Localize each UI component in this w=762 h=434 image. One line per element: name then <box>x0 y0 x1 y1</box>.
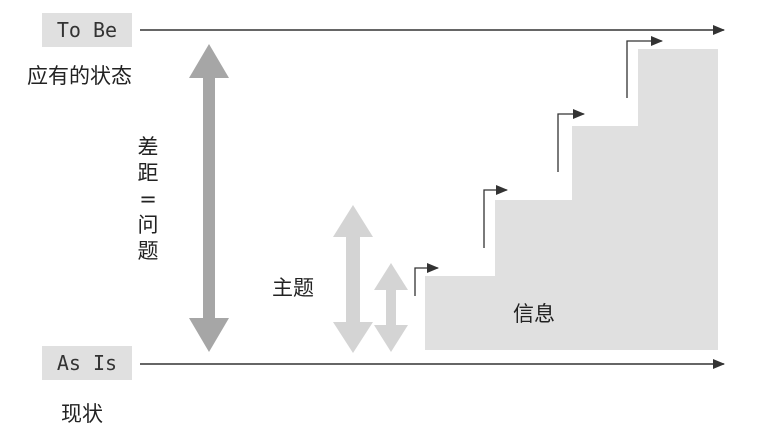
gap-label: 差 距 = 问 题 <box>135 134 161 264</box>
gap-char-4: 问 <box>137 213 159 237</box>
info-staircase <box>425 49 718 350</box>
as-is-description: 现状 <box>61 402 103 426</box>
as-is-label: As Is <box>42 346 132 380</box>
gap-char-2: 距 <box>137 161 159 185</box>
step-arrow-4 <box>626 36 663 98</box>
theme-double-arrow-large <box>333 205 373 353</box>
theme-label: 主题 <box>272 276 314 300</box>
step-arrow-2 <box>483 185 508 248</box>
to-be-description: 应有的状态 <box>27 64 132 88</box>
gap-char-5: 题 <box>137 239 159 263</box>
theme-double-arrow-small <box>374 263 408 352</box>
gap-char-3: = <box>139 187 157 211</box>
to-be-label: To Be <box>42 13 132 47</box>
info-label: 信息 <box>513 302 555 326</box>
gap-double-arrow <box>189 44 229 352</box>
step-arrow-3 <box>557 109 585 172</box>
gap-char-1: 差 <box>137 135 159 159</box>
step-arrow-1 <box>414 263 439 296</box>
